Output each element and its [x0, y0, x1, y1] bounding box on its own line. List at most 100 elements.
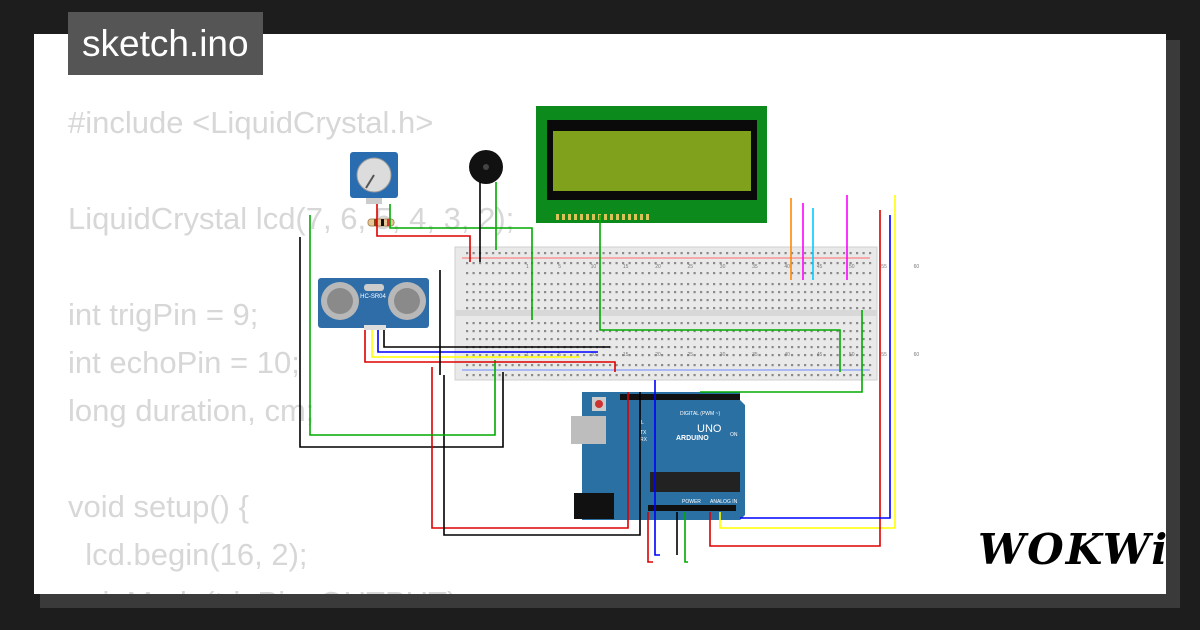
breadboard-hole [830, 346, 833, 349]
breadboard-hole [602, 330, 605, 333]
breadboard-hole [628, 272, 631, 275]
breadboard-hole [706, 364, 709, 367]
breadboard-hole [862, 291, 865, 294]
breadboard-hole [570, 252, 573, 255]
breadboard-hole [765, 283, 768, 286]
breadboard-hole [823, 262, 826, 265]
breadboard-hole [856, 374, 859, 377]
resistor [367, 218, 395, 227]
breadboard-hole [830, 291, 833, 294]
breadboard-hole [511, 354, 514, 357]
breadboard-hole [635, 283, 638, 286]
breadboard-hole [778, 330, 781, 333]
breadboard-hole [615, 291, 618, 294]
breadboard-hole [843, 322, 846, 325]
breadboard-hole [843, 283, 846, 286]
breadboard-hole [609, 354, 612, 357]
breadboard-hole [778, 364, 781, 367]
breadboard-hole [817, 374, 820, 377]
breadboard-hole [505, 307, 508, 310]
breadboard-hole [479, 338, 482, 341]
breadboard-hole [602, 338, 605, 341]
power-label: POWER [682, 499, 701, 505]
breadboard-hole [648, 252, 651, 255]
breadboard-hole [739, 364, 742, 367]
potentiometer[interactable] [350, 152, 398, 204]
breadboard-hole [745, 283, 748, 286]
breadboard-hole [576, 272, 579, 275]
breadboard-hole [648, 354, 651, 357]
breadboard-hole [641, 299, 644, 302]
code-line: int trigPin = 9; [68, 297, 259, 332]
breadboard-hole [589, 322, 592, 325]
breadboard-hole [830, 338, 833, 341]
breadboard-hole [531, 322, 534, 325]
breadboard-hole [557, 262, 560, 265]
breadboard-hole [498, 272, 501, 275]
breadboard-hole [726, 338, 729, 341]
breadboard-hole [693, 322, 696, 325]
breadboard-hole [537, 252, 540, 255]
breadboard-hole [505, 338, 508, 341]
breadboard-hole [745, 307, 748, 310]
breadboard-hole [758, 283, 761, 286]
breadboard-hole [602, 262, 605, 265]
breadboard-hole [667, 283, 670, 286]
breadboard-hole [557, 322, 560, 325]
breadboard-hole [836, 272, 839, 275]
breadboard-hole [739, 346, 742, 349]
breadboard-hole [544, 322, 547, 325]
breadboard-hole [739, 272, 742, 275]
breadboard-hole [667, 346, 670, 349]
breadboard-hole [869, 291, 872, 294]
breadboard-hole [680, 283, 683, 286]
breadboard-hole [485, 354, 488, 357]
breadboard-hole [622, 330, 625, 333]
breadboard-hole [739, 262, 742, 265]
lcd-pin [556, 214, 559, 220]
breadboard-hole [836, 307, 839, 310]
breadboard-hole [843, 346, 846, 349]
breadboard-hole [791, 262, 794, 265]
breadboard-hole [693, 364, 696, 367]
breadboard-hole [706, 374, 709, 377]
breadboard-hole [570, 272, 573, 275]
breadboard-hole [849, 346, 852, 349]
breadboard-hole [804, 330, 807, 333]
breadboard-hole [674, 330, 677, 333]
sketch-title[interactable]: sketch.ino [68, 12, 263, 75]
breadboard-hole [817, 262, 820, 265]
breadboard-hole [693, 272, 696, 275]
breadboard-hole [518, 272, 521, 275]
breadboard-number: 15 [623, 264, 629, 270]
breadboard-hole [862, 322, 865, 325]
breadboard-hole [823, 307, 826, 310]
breadboard-hole [758, 307, 761, 310]
breadboard-hole [492, 364, 495, 367]
breadboard-hole [661, 307, 664, 310]
breadboard-hole [511, 330, 514, 333]
breadboard-hole [687, 291, 690, 294]
breadboard-hole [869, 374, 872, 377]
breadboard-hole [635, 291, 638, 294]
breadboard-hole [836, 262, 839, 265]
breadboard-hole [472, 299, 475, 302]
breadboard-hole [589, 262, 592, 265]
breadboard-hole [596, 272, 599, 275]
breadboard-hole [856, 262, 859, 265]
breadboard-hole [667, 364, 670, 367]
buzzer[interactable] [469, 150, 503, 184]
ultrasonic-sensor[interactable]: HC-SR04 [318, 278, 429, 330]
arduino-uno[interactable]: ARDUINO UNO DIGITAL (PWM ~) POWER ANALOG… [571, 392, 745, 520]
breadboard-hole [791, 330, 794, 333]
lcd-pin [622, 214, 625, 220]
breadboard-hole [700, 272, 703, 275]
wire-black [443, 375, 641, 536]
breadboard-hole [817, 299, 820, 302]
breadboard-hole [485, 338, 488, 341]
breadboard-hole [492, 299, 495, 302]
breadboard-hole [583, 299, 586, 302]
breadboard-hole [557, 291, 560, 294]
lcd-pin [604, 214, 607, 220]
breadboard-hole [726, 346, 729, 349]
